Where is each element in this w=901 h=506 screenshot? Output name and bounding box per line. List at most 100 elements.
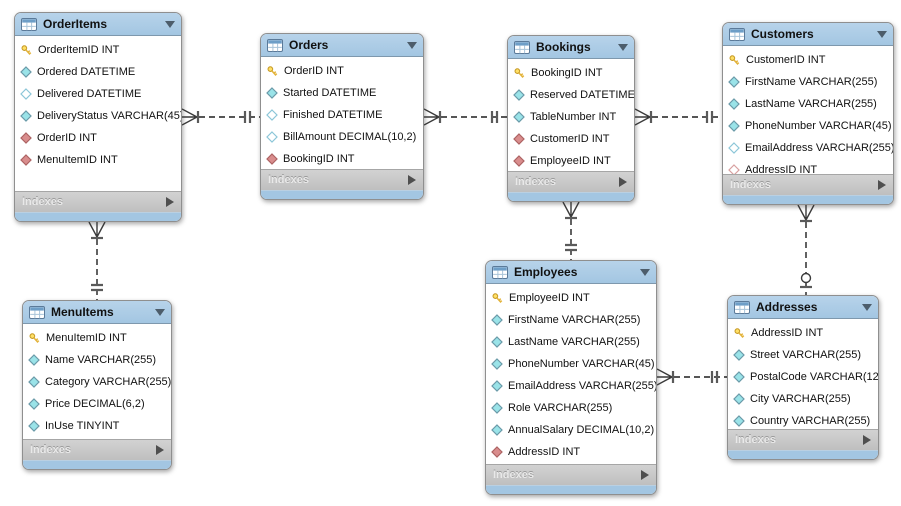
field-row[interactable]: AnnualSalary DECIMAL(10,2) xyxy=(486,419,656,441)
field-row[interactable]: EmployeeID INT xyxy=(508,150,634,171)
column-notnull-icon xyxy=(491,358,503,370)
field-label: City VARCHAR(255) xyxy=(750,393,851,405)
field-row[interactable]: Street VARCHAR(255) xyxy=(728,344,878,366)
table-footer-strip xyxy=(486,485,656,494)
field-label: EmployeeID INT xyxy=(509,292,590,304)
field-row[interactable]: OrderID INT xyxy=(261,60,423,82)
table-footer-strip xyxy=(15,212,181,221)
collapse-icon[interactable] xyxy=(877,30,887,38)
indexes-label: Indexes xyxy=(30,444,71,456)
collapse-icon[interactable] xyxy=(407,41,417,49)
connector-orderitems-orders[interactable] xyxy=(181,107,260,127)
table-header[interactable]: Employees xyxy=(486,261,656,284)
foreign-key-notnull-icon xyxy=(266,153,278,165)
table-title: Addresses xyxy=(756,300,818,314)
connector-orderitems-menuitems[interactable] xyxy=(87,221,107,300)
collapse-icon[interactable] xyxy=(618,43,628,51)
field-row[interactable]: Ordered DATETIME xyxy=(15,61,181,83)
indexes-label: Indexes xyxy=(735,434,776,446)
field-row[interactable]: CustomerID INT xyxy=(723,49,893,71)
connector-orders-bookings[interactable] xyxy=(423,107,507,127)
field-row[interactable]: BookingID INT xyxy=(261,148,423,169)
field-row[interactable]: AddressID INT xyxy=(486,441,656,463)
collapse-icon[interactable] xyxy=(640,268,650,276)
field-row[interactable]: LastName VARCHAR(255) xyxy=(486,331,656,353)
connector-bookings-employees[interactable] xyxy=(561,201,581,260)
field-row[interactable]: City VARCHAR(255) xyxy=(728,388,878,410)
column-nullable-icon xyxy=(266,109,278,121)
field-row[interactable]: OrderItemID INT xyxy=(15,39,181,61)
field-row[interactable]: EmployeeID INT xyxy=(486,287,656,309)
table-header[interactable]: OrderItems xyxy=(15,13,181,36)
field-row[interactable]: Name VARCHAR(255) xyxy=(23,349,171,371)
table-footer-strip xyxy=(723,195,893,204)
field-row[interactable]: MenuItemID INT xyxy=(15,149,181,171)
table-icon xyxy=(267,38,283,52)
field-row[interactable]: OrderID INT xyxy=(15,127,181,149)
indexes-bar[interactable]: Indexes xyxy=(723,174,893,195)
field-label: Delivered DATETIME xyxy=(37,88,142,100)
foreign-key-notnull-icon xyxy=(513,133,525,145)
column-nullable-icon xyxy=(266,131,278,143)
column-notnull-icon xyxy=(733,371,745,383)
indexes-bar[interactable]: Indexes xyxy=(15,191,181,212)
table-header[interactable]: Bookings xyxy=(508,36,634,59)
table-header[interactable]: Addresses xyxy=(728,296,878,319)
primary-key-icon xyxy=(728,54,741,67)
column-notnull-icon xyxy=(28,354,40,366)
field-label: Name VARCHAR(255) xyxy=(45,354,157,366)
field-row[interactable]: CustomerID INT xyxy=(508,128,634,150)
indexes-bar[interactable]: Indexes xyxy=(23,439,171,460)
table-header[interactable]: MenuItems xyxy=(23,301,171,324)
field-row[interactable]: FirstName VARCHAR(255) xyxy=(723,71,893,93)
field-row[interactable]: EmailAddress VARCHAR(255) xyxy=(486,375,656,397)
expand-indexes-icon xyxy=(641,470,649,480)
collapse-icon[interactable] xyxy=(862,303,872,311)
field-row[interactable]: DeliveryStatus VARCHAR(45) xyxy=(15,105,181,127)
field-row[interactable]: PostalCode VARCHAR(12) xyxy=(728,366,878,388)
field-row[interactable]: LastName VARCHAR(255) xyxy=(723,93,893,115)
field-row[interactable]: AddressID INT xyxy=(728,322,878,344)
indexes-bar[interactable]: Indexes xyxy=(261,169,423,190)
field-label: BookingID INT xyxy=(531,67,603,79)
field-row[interactable]: InUse TINYINT xyxy=(23,415,171,437)
field-list: AddressID INT Street VARCHAR(255) PostalCo… xyxy=(728,319,878,429)
field-label: Finished DATETIME xyxy=(283,109,383,121)
field-row[interactable]: Delivered DATETIME xyxy=(15,83,181,105)
indexes-bar[interactable]: Indexes xyxy=(508,171,634,192)
field-row[interactable]: EmailAddress VARCHAR(255) xyxy=(723,137,893,159)
connector-employees-addresses[interactable] xyxy=(656,367,727,387)
field-row[interactable]: Reserved DATETIME xyxy=(508,84,634,106)
field-row[interactable]: FirstName VARCHAR(255) xyxy=(486,309,656,331)
field-row[interactable]: BookingID INT xyxy=(508,62,634,84)
field-label: Street VARCHAR(255) xyxy=(750,349,862,361)
field-row[interactable]: Role VARCHAR(255) xyxy=(486,397,656,419)
column-notnull-icon xyxy=(28,376,40,388)
field-row[interactable]: BillAmount DECIMAL(10,2) xyxy=(261,126,423,148)
connector-bookings-customers[interactable] xyxy=(634,107,722,127)
field-row[interactable]: PhoneNumber VARCHAR(45) xyxy=(486,353,656,375)
field-row[interactable]: Price DECIMAL(6,2) xyxy=(23,393,171,415)
field-row[interactable]: Finished DATETIME xyxy=(261,104,423,126)
collapse-icon[interactable] xyxy=(155,308,165,316)
field-row[interactable]: PhoneNumber VARCHAR(45) xyxy=(723,115,893,137)
collapse-icon[interactable] xyxy=(165,20,175,28)
column-nullable-icon xyxy=(728,142,740,154)
field-row[interactable]: AddressID INT xyxy=(723,159,893,174)
field-list: EmployeeID INT FirstName VARCHAR(255)Last… xyxy=(486,284,656,464)
expand-indexes-icon xyxy=(166,197,174,207)
table-header[interactable]: Orders xyxy=(261,34,423,57)
field-row[interactable]: MenuItemID INT xyxy=(23,327,171,349)
table-title: MenuItems xyxy=(51,305,114,319)
field-row[interactable]: TableNumber INT xyxy=(508,106,634,128)
indexes-bar[interactable]: Indexes xyxy=(728,429,878,450)
indexes-bar[interactable]: Indexes xyxy=(486,464,656,485)
field-row[interactable]: Started DATETIME xyxy=(261,82,423,104)
table-header[interactable]: Customers xyxy=(723,23,893,46)
connector-customers-addresses[interactable] xyxy=(796,204,816,295)
field-row[interactable]: Category VARCHAR(255) xyxy=(23,371,171,393)
field-row[interactable]: Country VARCHAR(255) xyxy=(728,410,878,429)
